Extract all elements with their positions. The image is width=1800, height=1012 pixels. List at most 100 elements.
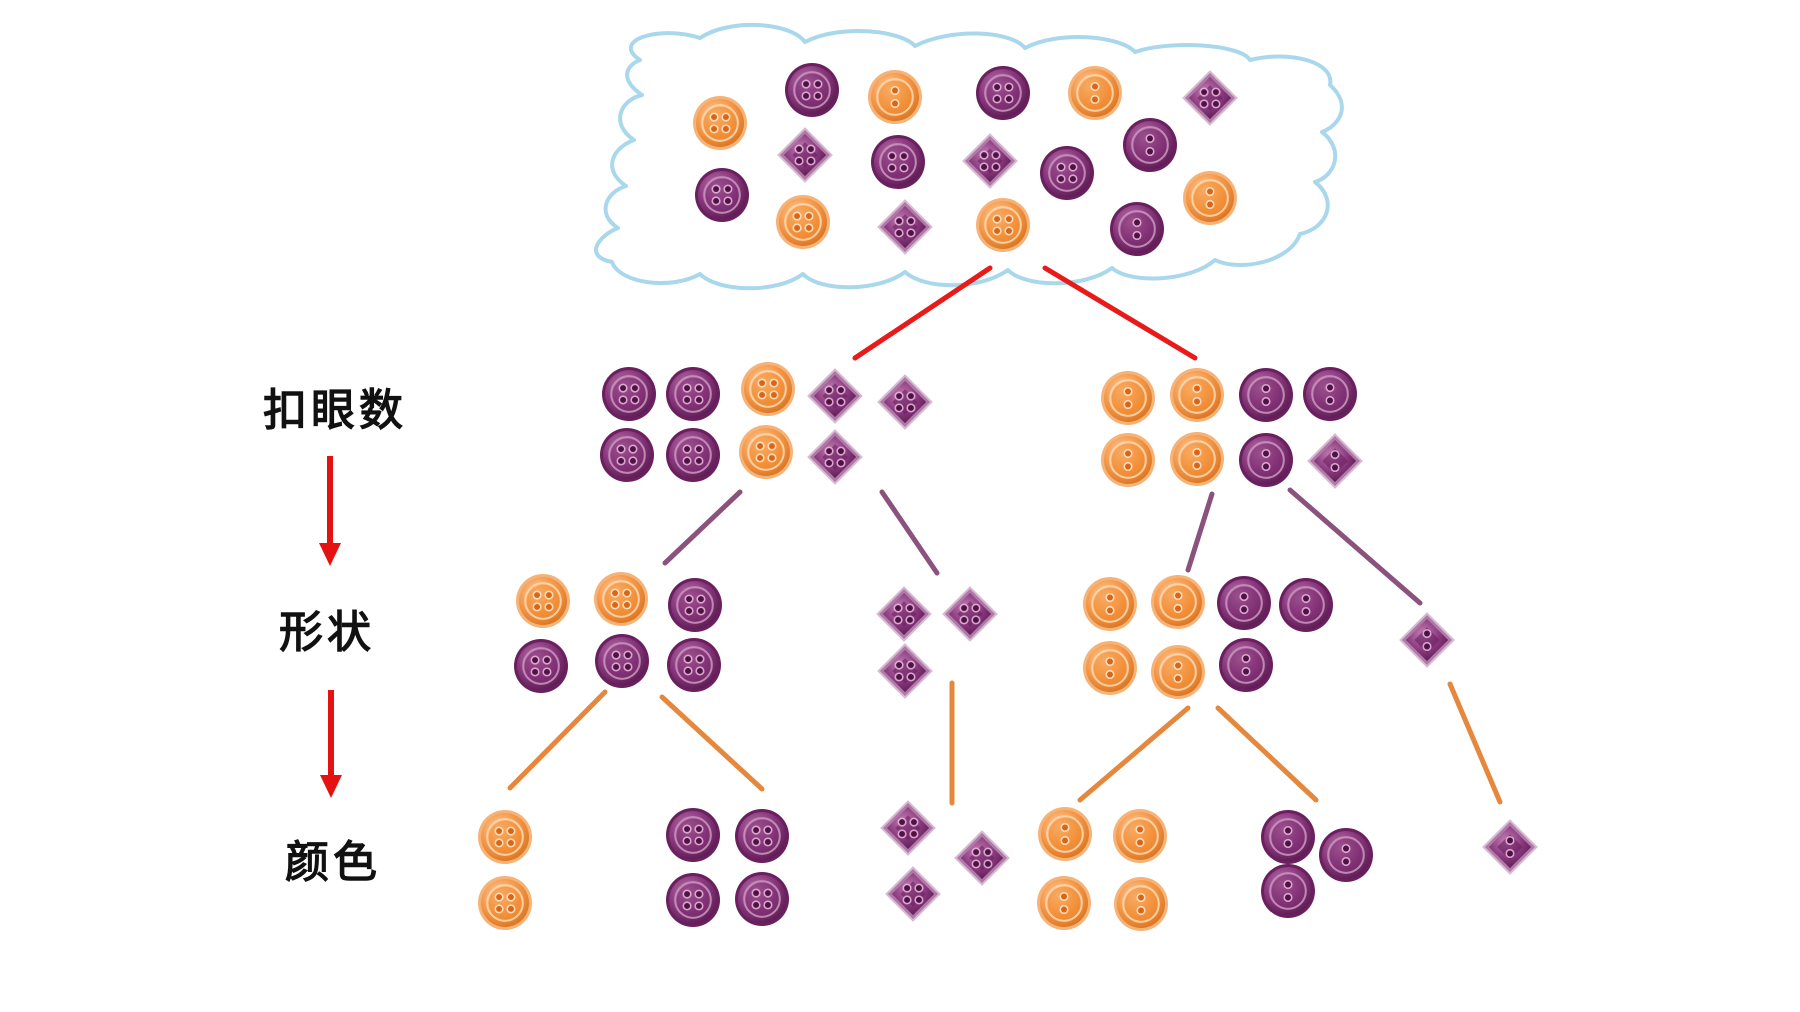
group-all [693,63,1238,256]
round-orange-2hole-button [1038,807,1092,861]
diamond-purple-2hole-button [1482,819,1538,875]
step-label-hole-count: 扣眼数 [263,385,407,436]
connector-two-diamond-to-purple [1447,681,1503,805]
diamond-purple-4hole-button [877,374,933,430]
round-purple-2hole-button [1219,638,1273,692]
round-orange-4hole-button [776,195,830,249]
round-purple-2hole-button [1303,367,1357,421]
connector-four-round-to-purple [659,694,765,792]
round-purple-4hole-button [600,428,654,482]
round-purple-2hole-button [1110,202,1164,256]
round-purple-2hole-button [1239,368,1293,422]
buttons-layer [478,63,1538,931]
round-orange-2hole-button [1170,368,1224,422]
connector-two-holes-to-round [1185,491,1215,573]
round-purple-4hole-button [602,367,656,421]
group-two-round-orange [1037,807,1168,931]
round-purple-4hole-button [735,809,789,863]
round-orange-2hole-button [1083,577,1137,631]
round-orange-4hole-button [516,574,570,628]
round-purple-2hole-button [1123,118,1177,172]
group-two-diamond-purple [1482,819,1538,875]
connector-lines [507,265,1503,806]
round-purple-4hole-button [695,168,749,222]
round-purple-2hole-button [1319,828,1373,882]
round-orange-2hole-button [1170,432,1224,486]
round-orange-2hole-button [1083,641,1137,695]
diamond-purple-4hole-button [1182,70,1238,126]
round-orange-2hole-button [868,70,922,124]
diamond-purple-4hole-button [962,133,1018,189]
diamond-purple-2hole-button [1399,612,1455,668]
diamond-purple-4hole-button [954,830,1010,886]
round-purple-2hole-button [1279,578,1333,632]
diamond-purple-4hole-button [885,866,941,922]
round-purple-2hole-button [1217,576,1271,630]
round-orange-2hole-button [1113,809,1167,863]
group-four-diamond-purple [880,800,1010,922]
group-four-round-purple [666,808,789,927]
round-orange-4hole-button [478,810,532,864]
round-orange-2hole-button [1151,575,1205,629]
round-purple-4hole-button [595,634,649,688]
diamond-purple-4hole-button [777,127,833,183]
diamond-purple-4hole-button [880,800,936,856]
round-orange-2hole-button [1037,876,1091,930]
group-two-round [1083,575,1333,699]
connector-four-round-to-orange [507,689,608,791]
group-four-round-orange [478,810,532,930]
round-purple-2hole-button [1239,433,1293,487]
group-four-holes [600,362,933,485]
round-purple-4hole-button [735,872,789,926]
group-two-holes [1101,367,1363,489]
round-orange-4hole-button [693,96,747,150]
connector-root-to-two-holes [1042,265,1198,361]
step-arrows [319,456,342,798]
round-purple-2hole-button [1261,864,1315,918]
round-orange-4hole-button [739,425,793,479]
round-purple-4hole-button [668,578,722,632]
round-orange-4hole-button [741,362,795,416]
round-purple-4hole-button [666,808,720,862]
connector-root-to-four-holes [852,265,993,361]
round-purple-4hole-button [666,873,720,927]
arrow-hole-count-to-shape [319,456,341,566]
connector-four-holes-to-round [662,489,743,566]
round-orange-2hole-button [1101,371,1155,425]
connector-two-holes-to-diamond [1287,487,1423,606]
round-purple-4hole-button [785,63,839,117]
connector-two-round-to-orange [1077,705,1191,803]
round-purple-4hole-button [1040,146,1094,200]
round-purple-4hole-button [666,428,720,482]
diamond-purple-4hole-button [877,643,933,699]
connector-four-holes-to-diamond [879,489,940,576]
round-purple-4hole-button [666,367,720,421]
arrow-shape-to-color [320,690,342,798]
connector-two-round-to-purple [1215,705,1319,803]
round-purple-2hole-button [1261,810,1315,864]
diamond-purple-4hole-button [876,586,932,642]
group-two-diamond [1399,612,1455,668]
diamond-purple-4hole-button [807,429,863,485]
round-orange-4hole-button [594,572,648,626]
diamond-purple-4hole-button [942,586,998,642]
step-label-shape: 形状 [279,607,375,658]
round-orange-2hole-button [1114,877,1168,931]
round-purple-4hole-button [667,638,721,692]
diamond-purple-2hole-button [1307,433,1363,489]
round-orange-2hole-button [1183,171,1237,225]
round-purple-4hole-button [514,639,568,693]
round-orange-2hole-button [1151,645,1205,699]
group-two-round-purple [1261,810,1373,918]
round-orange-4hole-button [976,198,1030,252]
round-orange-2hole-button [1101,433,1155,487]
step-label-color: 颜色 [285,837,381,888]
round-orange-2hole-button [1068,66,1122,120]
group-four-diamond [876,586,998,699]
round-orange-4hole-button [478,876,532,930]
diamond-purple-4hole-button [877,199,933,255]
diamond-purple-4hole-button [807,368,863,424]
round-purple-4hole-button [976,66,1030,120]
